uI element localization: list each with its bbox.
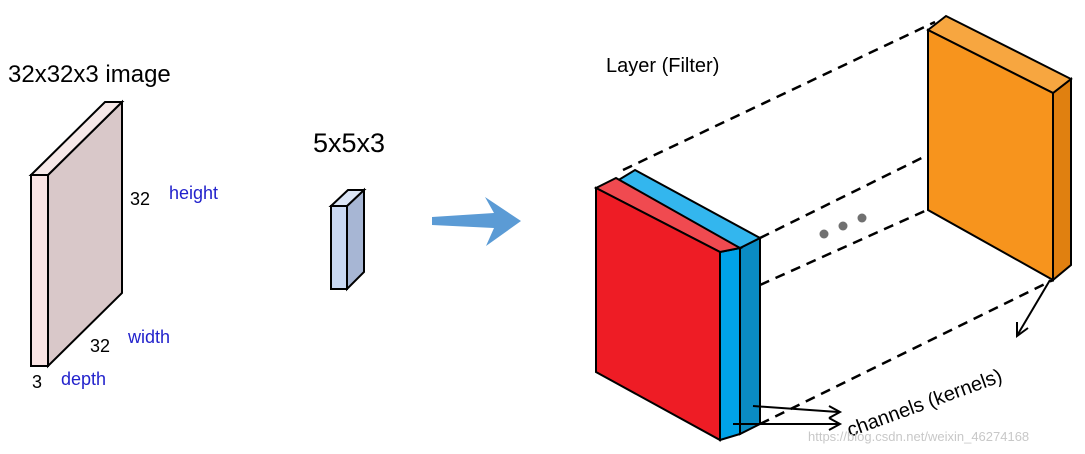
ellipsis-dots-icon	[819, 213, 867, 239]
watermark-text: https://blog.csdn.net/weixin_46274168	[808, 429, 1029, 444]
orange-kernel-front	[927, 28, 1054, 282]
orange-kernel	[926, 14, 1073, 283]
red-kernel	[593, 176, 743, 442]
filter-volume-front	[330, 205, 348, 290]
height-value: 32	[130, 189, 150, 209]
depth-value: 3	[32, 372, 42, 392]
width-value: 32	[90, 336, 110, 356]
layer-title: Layer (Filter)	[606, 55, 719, 77]
filter-title: 5x5x3	[313, 128, 385, 158]
red-kernel-front	[595, 186, 721, 442]
red-kernel-side	[719, 246, 741, 442]
height-label: height	[169, 183, 218, 203]
filter-volume	[328, 187, 367, 292]
channel-pointer-arrows	[733, 279, 1051, 431]
image-volume-side	[47, 99, 123, 369]
orange-kernel-side	[1052, 76, 1072, 283]
right-arrow-icon	[432, 197, 521, 246]
depth-label: depth	[61, 369, 106, 389]
image-title: 32x32x3 image	[8, 61, 171, 88]
image-volume-front	[30, 174, 49, 367]
input-image-volume	[28, 99, 125, 369]
blue-kernel-side	[739, 236, 761, 436]
width-label: width	[127, 327, 170, 347]
